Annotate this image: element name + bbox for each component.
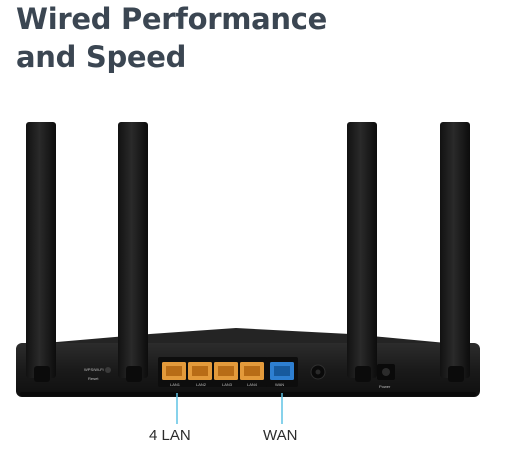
lan-port-4: LAN4	[240, 362, 264, 387]
antenna-1	[26, 122, 56, 382]
antenna-3	[347, 122, 377, 382]
lan-port-2: LAN2	[188, 362, 212, 387]
power-button	[310, 364, 326, 380]
lan-port-3: LAN3	[214, 362, 238, 387]
wps-reset-button: WPS/Wi-Fi Reset	[84, 367, 111, 381]
headline-line-1: Wired Performance	[16, 2, 328, 36]
svg-text:LAN2: LAN2	[196, 382, 207, 387]
svg-text:WPS/Wi-Fi: WPS/Wi-Fi	[84, 367, 104, 372]
svg-text:LAN3: LAN3	[222, 382, 233, 387]
wan-port: WAN	[266, 357, 298, 387]
svg-text:LAN1: LAN1	[170, 382, 181, 387]
svg-text:LAN4: LAN4	[247, 382, 258, 387]
wan-callout-label: WAN	[263, 427, 298, 444]
svg-text:WAN: WAN	[275, 382, 284, 387]
antenna-4	[440, 122, 470, 382]
power-port: Power	[377, 364, 395, 389]
svg-text:Reset: Reset	[88, 376, 99, 381]
headline: Wired Performance and Speed	[16, 0, 327, 76]
lan-port-1: LAN1	[162, 362, 186, 387]
svg-text:Power: Power	[379, 384, 391, 389]
headline-line-2: and Speed	[16, 40, 187, 74]
antenna-2	[118, 122, 148, 382]
lan-callout-label: 4 LAN	[149, 427, 191, 444]
